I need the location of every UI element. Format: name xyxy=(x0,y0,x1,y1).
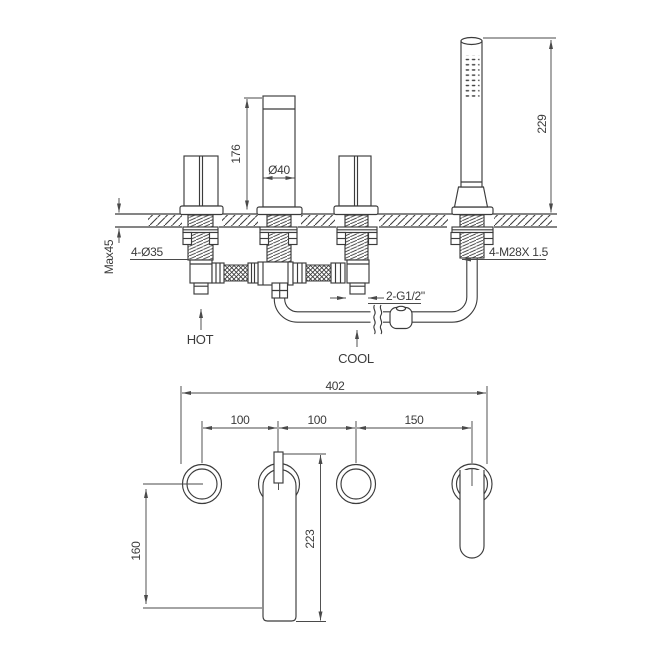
section-view: 176 Ø40 229 Max45 4-Ø35 4-M28X 1.5 xyxy=(102,36,557,366)
dim-handshower-height: 229 xyxy=(483,37,556,213)
dim-handshower-height-value: 229 xyxy=(535,114,549,134)
plan-handshower xyxy=(451,463,493,559)
hose-nut-facets xyxy=(334,263,342,283)
fitting-lines xyxy=(272,283,288,298)
cool-valve-assembly xyxy=(333,155,379,295)
deck-hatch xyxy=(148,215,182,226)
label-shank-thread: 4-M28X 1.5 xyxy=(462,245,549,262)
cool-label: COOL xyxy=(338,351,374,366)
hose-connector-cap xyxy=(395,305,407,312)
hose-nut xyxy=(211,262,225,284)
deck-hatch xyxy=(494,215,552,226)
spout-mounting-shank xyxy=(266,214,292,263)
spout-plan-stub xyxy=(273,451,284,484)
handshower-top-cap xyxy=(460,36,483,46)
hose-nut xyxy=(292,262,307,284)
dim-spout-height-value: 176 xyxy=(229,144,243,164)
mixer-body-lines xyxy=(262,262,289,285)
dim-spout-height: 176 xyxy=(229,97,262,210)
dim-deck-thickness-value: Max45 xyxy=(102,239,116,274)
hose-nut xyxy=(330,262,346,284)
hose-nut xyxy=(247,262,259,284)
deck-surface xyxy=(115,213,557,228)
dim-handle-offset: 160 xyxy=(129,483,262,609)
shank-thread-value: 4-M28X 1.5 xyxy=(489,245,549,259)
hose-nut-facets xyxy=(296,263,303,283)
braided-hose-hot xyxy=(223,264,249,282)
hot-handle-split-line xyxy=(198,156,204,206)
label-inlet-thread: 2-G1/2" xyxy=(330,289,425,304)
hose-nut-facets xyxy=(215,263,221,283)
dim-pitch1-value: 100 xyxy=(230,413,250,427)
dim-pitch3-value: 150 xyxy=(404,413,424,427)
hole-inner-circle xyxy=(340,468,372,500)
label-hole-diameter: 4-Ø35 xyxy=(130,245,188,260)
hot-valve-assembly xyxy=(179,155,224,295)
dim-spout-reach: 223 xyxy=(283,453,326,622)
cool-handle-split-line xyxy=(353,156,359,206)
handshower-plan-mask xyxy=(460,470,484,558)
deck-hatch xyxy=(301,215,335,226)
hole-outer-circle xyxy=(335,463,377,505)
hot-handle-flange xyxy=(179,205,224,216)
braided-hose-cold xyxy=(305,264,332,282)
dim-spout-diameter: Ø40 xyxy=(263,163,295,180)
dim-overall-value: 402 xyxy=(325,379,345,393)
hot-inlet-callout: HOT xyxy=(187,309,214,347)
pipe-break-mark xyxy=(373,304,376,335)
cool-inlet-tail xyxy=(349,282,366,295)
dim-hole-spacing: 100 100 150 xyxy=(201,413,473,463)
pipe-break-gap xyxy=(370,309,383,325)
hose-nut-facets xyxy=(250,263,256,283)
handshower-mounting-shank xyxy=(459,214,485,259)
hot-inlet-tail xyxy=(193,282,209,295)
inlet-thread-value: 2-G1/2" xyxy=(386,289,425,303)
dim-spout-diameter-value: Ø40 xyxy=(268,163,290,177)
plan-spout xyxy=(257,451,301,622)
cool-mounting-shank xyxy=(344,214,369,261)
spout-plan-body xyxy=(262,468,297,622)
hot-label: HOT xyxy=(187,332,214,347)
dim-pitch2-value: 100 xyxy=(307,413,327,427)
shower-hose-pipe xyxy=(273,258,478,335)
pipe-break-mark xyxy=(379,304,383,335)
hot-handle-body xyxy=(183,155,219,207)
handshower-holder xyxy=(453,186,489,208)
dim-handle-offset-value: 160 xyxy=(129,541,143,561)
hole-diameter-value: 4-Ø35 xyxy=(131,245,163,259)
deck-hatch xyxy=(379,215,448,226)
hot-mounting-shank xyxy=(187,214,214,261)
dim-overall-width: 402 xyxy=(180,379,488,464)
spout-assembly xyxy=(211,95,346,299)
handshower-plan-outline xyxy=(459,470,485,559)
dim-deck-thickness: Max45 xyxy=(102,198,121,274)
handshower-assembly xyxy=(450,36,494,259)
spout-flange xyxy=(256,206,303,216)
handshower-nozzles xyxy=(463,55,480,98)
plan-view: 402 100 100 150 xyxy=(129,379,493,622)
hose-pipe-bore xyxy=(274,258,477,322)
handshower-flange xyxy=(451,206,494,216)
spout-body xyxy=(262,95,296,208)
deck-hatch xyxy=(222,215,258,226)
cold-inlet-callout: COOL xyxy=(338,330,374,366)
plan-hole-cool-handle xyxy=(335,463,377,505)
cool-handle-flange xyxy=(333,205,379,216)
dim-spout-reach-value: 223 xyxy=(303,529,317,549)
